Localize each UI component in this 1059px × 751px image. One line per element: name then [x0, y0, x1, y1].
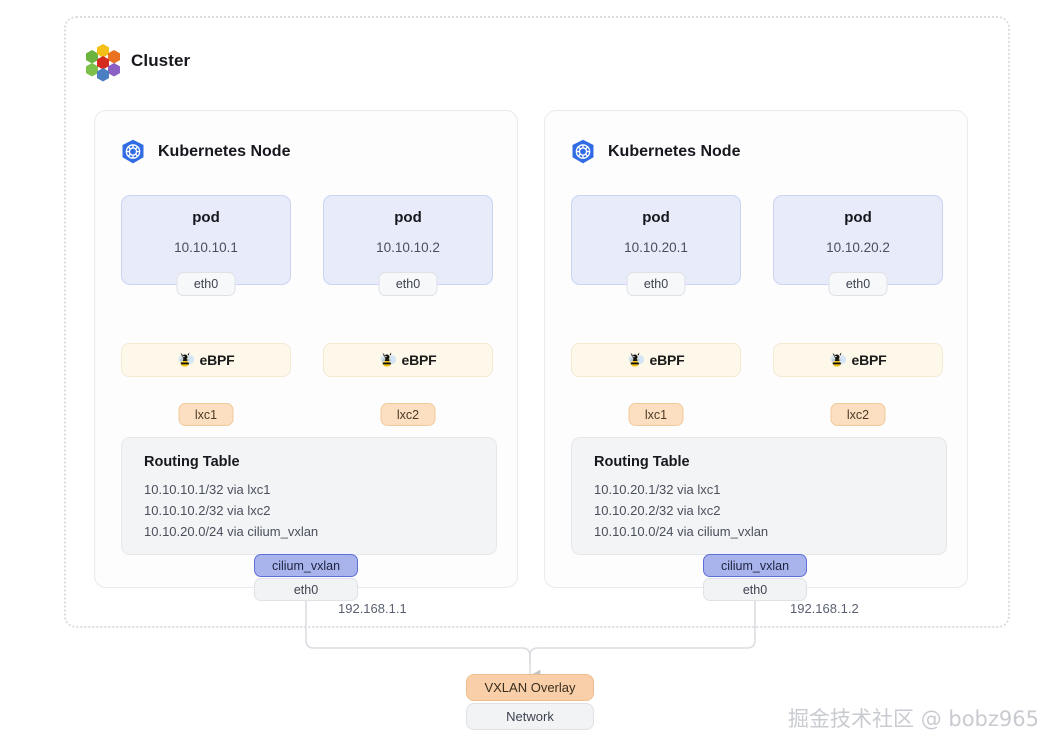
lxc-pill[interactable]: lxc1	[628, 403, 684, 426]
lxc-pill[interactable]: lxc2	[380, 403, 436, 426]
ebpf-bee-icon	[627, 351, 644, 367]
pod-ip: 10.10.20.2	[826, 240, 890, 255]
node-header: Kubernetes Node	[119, 138, 290, 166]
kubernetes-node-panel-1: Kubernetes Node pod 10.10.10.1 eth0 lxc1…	[94, 110, 518, 588]
routing-table: Routing Table 10.10.20.1/32 via lxc1 10.…	[571, 437, 947, 555]
node-title: Kubernetes Node	[158, 143, 291, 160]
pod-box[interactable]: pod 10.10.10.2 eth0	[323, 195, 493, 296]
ebpf-box[interactable]: eBPF	[121, 343, 291, 377]
node-eth0-pill[interactable]: eth0	[254, 578, 358, 601]
routing-entry: 10.10.20.1/32 via lxc1	[594, 482, 721, 497]
watermark: 掘金技术社区 @ bobz965	[788, 707, 1039, 731]
lxc-pill[interactable]: lxc1	[178, 403, 234, 426]
cilium-vxlan-pill[interactable]: cilium_vxlan	[254, 554, 358, 577]
routing-table-title: Routing Table	[144, 454, 240, 470]
ebpf-box[interactable]: eBPF	[571, 343, 741, 377]
hexagon-cluster-icon	[86, 44, 120, 82]
routing-entry: 10.10.20.0/24 via cilium_vxlan	[144, 524, 319, 540]
pod-ip: 10.10.20.1	[624, 240, 688, 255]
routing-entry: 10.10.10.1/32 via lxc1	[144, 482, 271, 497]
routing-table: Routing Table 10.10.10.1/32 via lxc1 10.…	[121, 437, 497, 555]
node-header: Kubernetes Node	[569, 138, 740, 166]
routing-entry: 10.10.20.2/32 via lxc2	[594, 503, 721, 519]
ebpf-bee-icon	[829, 351, 846, 367]
node-ip-label: 192.168.1.1	[338, 601, 407, 616]
routing-table-title: Routing Table	[594, 454, 690, 470]
pod-eth0-pill[interactable]: eth0	[626, 272, 686, 296]
vxlan-overlay-group: VXLAN Overlay Network	[466, 674, 594, 730]
ebpf-bee-icon	[379, 351, 396, 367]
pod-label: pod	[192, 209, 220, 226]
vxlan-overlay-pill[interactable]: VXLAN Overlay	[466, 674, 594, 701]
ebpf-bee-icon	[177, 351, 194, 367]
ebpf-label: eBPF	[199, 352, 235, 368]
pod-label: pod	[642, 209, 670, 226]
pod-box[interactable]: pod 10.10.20.1 eth0	[571, 195, 741, 296]
ebpf-label: eBPF	[401, 352, 437, 368]
pod-box[interactable]: pod 10.10.10.1 eth0	[121, 195, 291, 296]
node-interfaces: cilium_vxlan eth0	[254, 554, 358, 601]
ebpf-label: eBPF	[851, 352, 887, 368]
kubernetes-node-panel-2: Kubernetes Node pod 10.10.20.1 eth0 lxc1…	[544, 110, 968, 588]
pod-eth0-pill[interactable]: eth0	[176, 272, 236, 296]
pod-eth0-pill[interactable]: eth0	[828, 272, 888, 296]
lxc-pill[interactable]: lxc2	[830, 403, 886, 426]
ebpf-label: eBPF	[649, 352, 685, 368]
pod-label: pod	[844, 209, 872, 226]
pod-ip: 10.10.10.1	[174, 240, 238, 255]
routing-entry: 10.10.10.0/24 via cilium_vxlan	[594, 524, 769, 540]
ebpf-box[interactable]: eBPF	[323, 343, 493, 377]
network-pill[interactable]: Network	[466, 703, 594, 730]
kubernetes-icon	[572, 139, 594, 164]
pod-label: pod	[394, 209, 422, 226]
cluster-header: Cluster	[86, 44, 191, 82]
kubernetes-icon	[122, 139, 144, 164]
node-interfaces: cilium_vxlan eth0	[703, 554, 807, 601]
node-ip-label: 192.168.1.2	[790, 601, 859, 616]
cilium-vxlan-pill[interactable]: cilium_vxlan	[703, 554, 807, 577]
node-eth0-pill[interactable]: eth0	[703, 578, 807, 601]
cluster-boundary	[64, 16, 1010, 628]
node-title: Kubernetes Node	[608, 143, 741, 160]
pod-ip: 10.10.10.2	[376, 240, 440, 255]
ebpf-box[interactable]: eBPF	[773, 343, 943, 377]
pod-box[interactable]: pod 10.10.20.2 eth0	[773, 195, 943, 296]
routing-entry: 10.10.10.2/32 via lxc2	[144, 503, 271, 519]
pod-eth0-pill[interactable]: eth0	[378, 272, 438, 296]
cluster-title: Cluster	[131, 50, 191, 70]
